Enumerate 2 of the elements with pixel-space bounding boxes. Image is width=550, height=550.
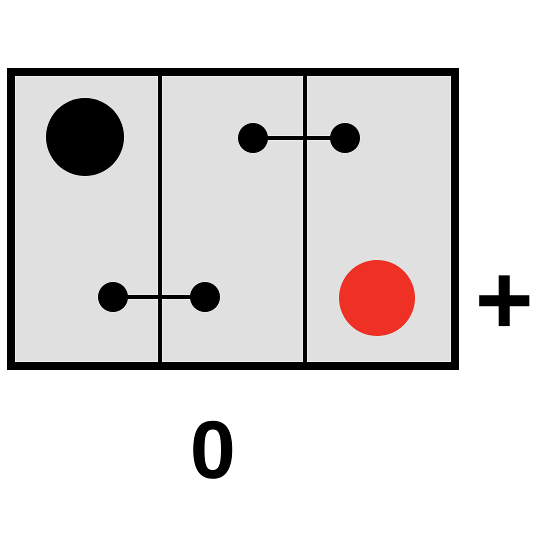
- terminal-label: 0: [190, 410, 236, 492]
- polarity-sign: +: [475, 250, 534, 350]
